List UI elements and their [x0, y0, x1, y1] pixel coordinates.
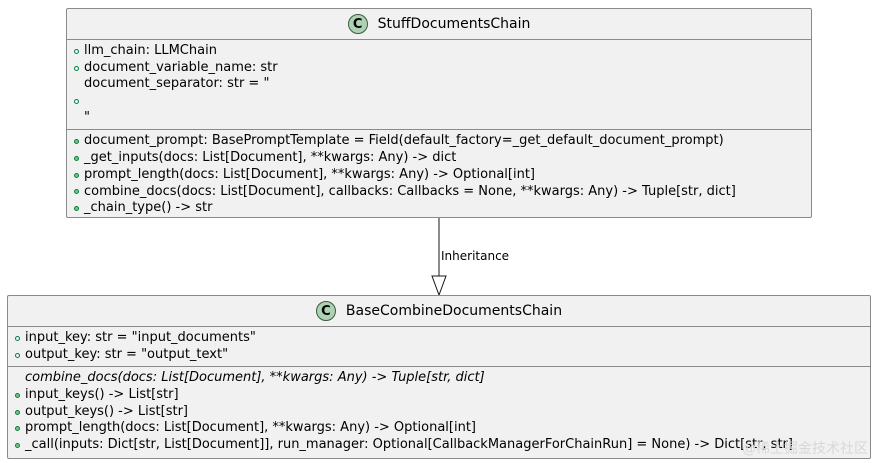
watermark: @稀土掘金技术社区: [742, 441, 868, 457]
method-text: document_prompt: BasePromptTemplate = Fi…: [84, 133, 724, 149]
method-row: output_keys() -> List[str]: [14, 404, 870, 421]
public-field-icon: [15, 352, 20, 358]
field-text: input_key: str = "input_documents": [25, 330, 256, 345]
class-header: C StuffDocumentsChain: [67, 9, 811, 40]
class-box-stuffdocumentschain[interactable]: C StuffDocumentsChain llm_chain: LLMChai…: [66, 8, 812, 218]
field-text: llm_chain: LLMChain: [84, 43, 217, 58]
field-text: document_variable_name: str: [84, 59, 278, 75]
field-row: output_key: str = "output_text": [14, 347, 870, 364]
field-row: llm_chain: LLMChain: [73, 43, 811, 60]
public-method-icon: [15, 442, 20, 448]
method-text: prompt_length(docs: List[Document], **kw…: [84, 166, 535, 182]
class-box-basecombinedocumentschain[interactable]: C BaseCombineDocumentsChain input_key: s…: [7, 295, 871, 459]
method-text: _chain_type() -> str: [84, 200, 213, 216]
method-text: output_keys() -> List[str]: [25, 403, 188, 419]
methods-section: combine_docs(docs: List[Document], **kwa…: [8, 367, 870, 456]
field-row: input_key: str = "input_documents": [14, 330, 870, 347]
public-field-icon: [74, 98, 79, 104]
field-row: document_separator: str = " ": [73, 76, 811, 126]
method-row: input_keys() -> List[str]: [14, 387, 870, 404]
public-method-icon: [74, 172, 79, 178]
abstract-method-text: combine_docs(docs: List[Document], **kwa…: [25, 370, 485, 386]
abstract-method-marker: [15, 376, 20, 381]
class-stereotype-icon: C: [315, 301, 336, 321]
public-field-icon: [15, 335, 20, 341]
field-text: output_key: str = "output_text": [25, 346, 229, 362]
public-method-icon: [74, 189, 79, 195]
method-row: combine_docs(docs: List[Document], callb…: [73, 184, 811, 201]
method-text: prompt_length(docs: List[Document], **kw…: [25, 420, 476, 436]
fields-section: llm_chain: LLMChain document_variable_na…: [67, 40, 811, 131]
method-row: _get_inputs(docs: List[Document], **kwar…: [73, 150, 811, 167]
method-row: prompt_length(docs: List[Document], **kw…: [14, 420, 870, 437]
public-field-icon: [74, 48, 79, 54]
field-row: document_variable_name: str: [73, 60, 811, 77]
inheritance-label: Inheritance: [441, 249, 510, 263]
method-row: document_prompt: BasePromptTemplate = Fi…: [73, 133, 811, 150]
public-method-icon: [15, 426, 20, 432]
methods-section: document_prompt: BasePromptTemplate = Fi…: [67, 130, 811, 219]
method-text: combine_docs(docs: List[Document], callb…: [84, 183, 736, 199]
class-header: C BaseCombineDocumentsChain: [8, 296, 870, 327]
method-text: _call(inputs: Dict[str, List[Document]],…: [25, 437, 793, 453]
class-name: StuffDocumentsChain: [377, 16, 531, 32]
public-field-icon: [74, 65, 79, 71]
inheritance-arrowhead: [431, 275, 447, 297]
public-method-icon: [74, 206, 79, 212]
public-method-icon: [74, 139, 79, 145]
method-row: _call(inputs: Dict[str, List[Document]],…: [14, 437, 870, 454]
public-method-icon: [15, 392, 20, 398]
method-row: prompt_length(docs: List[Document], **kw…: [73, 167, 811, 184]
class-stereotype-icon: C: [347, 14, 368, 34]
class-name: BaseCombineDocumentsChain: [345, 303, 563, 319]
method-row: _chain_type() -> str: [73, 200, 811, 217]
fields-section: input_key: str = "input_documents" outpu…: [8, 327, 870, 368]
public-method-icon: [74, 156, 79, 162]
field-text: document_separator: str = " ": [84, 76, 270, 125]
method-text: input_keys() -> List[str]: [25, 387, 179, 403]
method-text: _get_inputs(docs: List[Document], **kwar…: [84, 150, 457, 166]
method-row: combine_docs(docs: List[Document], **kwa…: [14, 370, 870, 387]
public-method-icon: [15, 409, 20, 415]
